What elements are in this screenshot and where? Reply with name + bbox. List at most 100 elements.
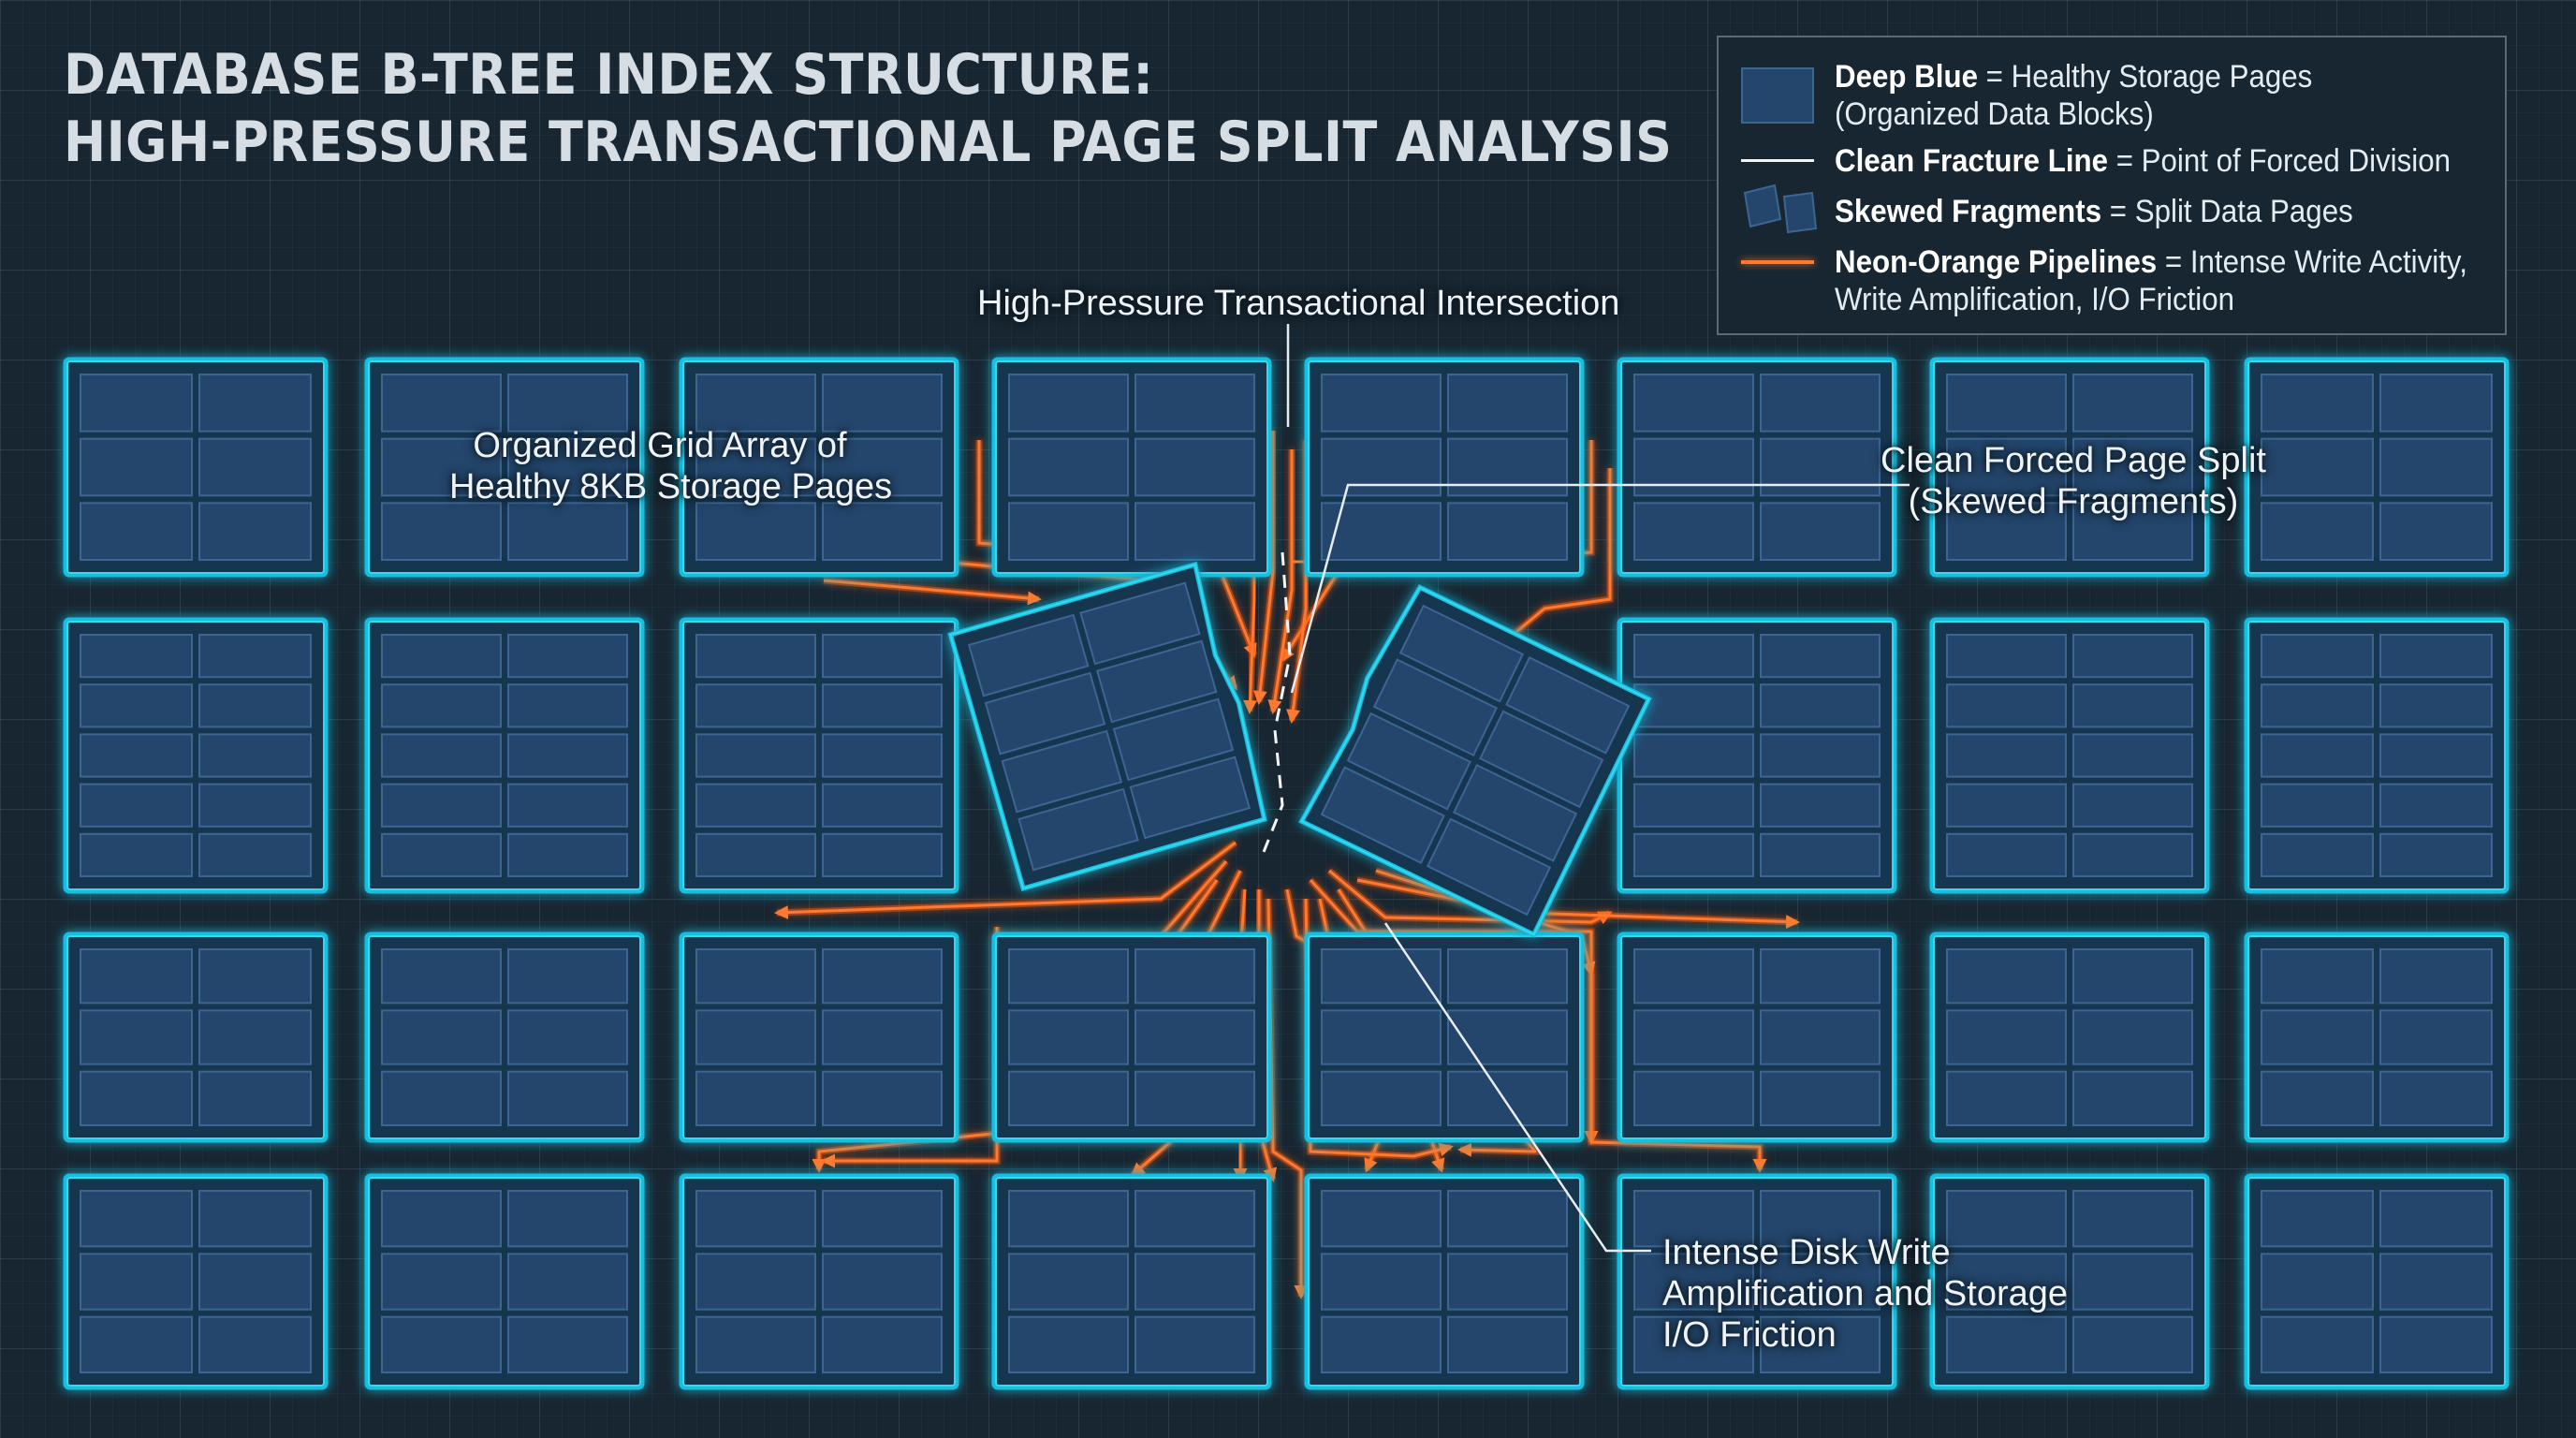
data-block xyxy=(1008,1070,1129,1126)
data-block xyxy=(1946,502,2067,561)
data-block xyxy=(1372,658,1499,756)
data-block xyxy=(1447,1315,1568,1373)
storage-page-r3-c6 xyxy=(1929,1173,2210,1390)
split-fragments-layer xyxy=(947,561,1652,938)
left-split-fragment xyxy=(947,561,1267,892)
data-block xyxy=(507,832,628,877)
data-block xyxy=(2261,1009,2374,1065)
block-swatch-icon xyxy=(1741,67,1814,124)
storage-page-r2-c4 xyxy=(1304,932,1585,1143)
legend-desc: = Split Data Pages xyxy=(2101,194,2353,229)
data-block xyxy=(1633,832,1754,877)
data-block xyxy=(80,502,193,561)
write-pipeline xyxy=(1266,898,1309,1299)
data-block xyxy=(2261,634,2374,679)
data-block xyxy=(822,783,943,828)
title-line-1: DATABASE B-TREE INDEX STRUCTURE: xyxy=(64,42,1154,108)
data-block xyxy=(1760,502,1881,561)
storage-page-r2-c1 xyxy=(364,932,645,1143)
data-block xyxy=(2072,783,2193,828)
data-block xyxy=(198,832,312,877)
data-block xyxy=(822,948,943,1005)
write-pipeline xyxy=(774,841,1237,920)
data-block xyxy=(695,1253,816,1311)
page-frame-highlight xyxy=(368,1177,641,1387)
data-block xyxy=(2072,832,2193,877)
data-block xyxy=(695,1315,816,1373)
data-block xyxy=(381,1190,502,1248)
data-block xyxy=(1008,374,1129,433)
data-block xyxy=(1134,1009,1255,1065)
data-block xyxy=(822,437,943,497)
data-block xyxy=(1760,1253,1881,1311)
data-block xyxy=(1134,1190,1255,1248)
data-block xyxy=(1946,634,2067,679)
right-split-fragment xyxy=(1298,584,1652,938)
data-block xyxy=(695,832,816,877)
data-block xyxy=(80,1009,193,1065)
data-block xyxy=(822,683,943,728)
clean-fracture-line xyxy=(1262,551,1292,853)
page-frame-highlight xyxy=(66,360,325,574)
legend-term: Skewed Fragments xyxy=(1835,194,2102,229)
data-block xyxy=(507,502,628,561)
page-frame-highlight xyxy=(2247,360,2506,574)
data-block xyxy=(80,437,193,497)
legend-panel: Deep Blue = Healthy Storage Pages (Organ… xyxy=(1717,36,2507,335)
page-frame-highlight xyxy=(1620,1177,1894,1387)
page-frame-highlight xyxy=(1933,935,2206,1139)
data-block xyxy=(1079,581,1201,666)
data-block xyxy=(2261,683,2374,728)
page-frame-highlight xyxy=(995,935,1268,1139)
data-block xyxy=(198,1009,312,1065)
storage-page-r0-c0 xyxy=(63,357,329,578)
legend-term: Clean Fracture Line xyxy=(1835,143,2109,179)
data-block xyxy=(695,948,816,1005)
data-block xyxy=(2379,437,2493,497)
data-block xyxy=(507,1009,628,1065)
data-block xyxy=(2379,1070,2493,1126)
data-block xyxy=(695,437,816,497)
data-block xyxy=(1633,1253,1754,1311)
data-block xyxy=(507,437,628,497)
data-block xyxy=(507,1253,628,1311)
data-block xyxy=(1134,1253,1255,1311)
write-pipeline xyxy=(1267,449,1294,714)
data-block xyxy=(1321,437,1442,497)
data-block xyxy=(507,1190,628,1248)
storage-page-r0-c5 xyxy=(1617,357,1897,578)
storage-page-r2-c2 xyxy=(679,932,959,1143)
data-block xyxy=(1946,683,2067,728)
data-block xyxy=(381,1315,502,1373)
data-block xyxy=(695,733,816,778)
data-block xyxy=(2072,948,2193,1005)
data-block xyxy=(2072,502,2193,561)
data-block xyxy=(1760,948,1881,1005)
data-block xyxy=(1760,437,1881,497)
page-frame-highlight xyxy=(1620,935,1894,1139)
data-block xyxy=(1760,783,1881,828)
page-frame-highlight xyxy=(368,360,641,574)
data-block xyxy=(1760,1070,1881,1126)
data-block xyxy=(2379,1253,2493,1311)
storage-page-r1-c0 xyxy=(63,617,329,894)
data-block xyxy=(2261,783,2374,828)
data-block xyxy=(1633,1315,1754,1373)
storage-page-r3-c1 xyxy=(364,1173,645,1390)
data-block xyxy=(1760,1009,1881,1065)
data-block xyxy=(2072,683,2193,728)
data-block xyxy=(2261,1070,2374,1126)
data-block xyxy=(198,502,312,561)
data-block xyxy=(695,683,816,728)
data-block xyxy=(80,683,193,728)
data-block xyxy=(1134,1315,1255,1373)
storage-page-r2-c7 xyxy=(2244,932,2510,1143)
page-frame-highlight xyxy=(1933,621,2206,890)
data-block xyxy=(1447,502,1568,561)
data-block xyxy=(80,1315,193,1373)
data-block xyxy=(1946,1315,2067,1373)
legend-term: Deep Blue xyxy=(1835,59,1978,95)
storage-page-r3-c7 xyxy=(2244,1173,2510,1390)
data-block xyxy=(1946,733,2067,778)
